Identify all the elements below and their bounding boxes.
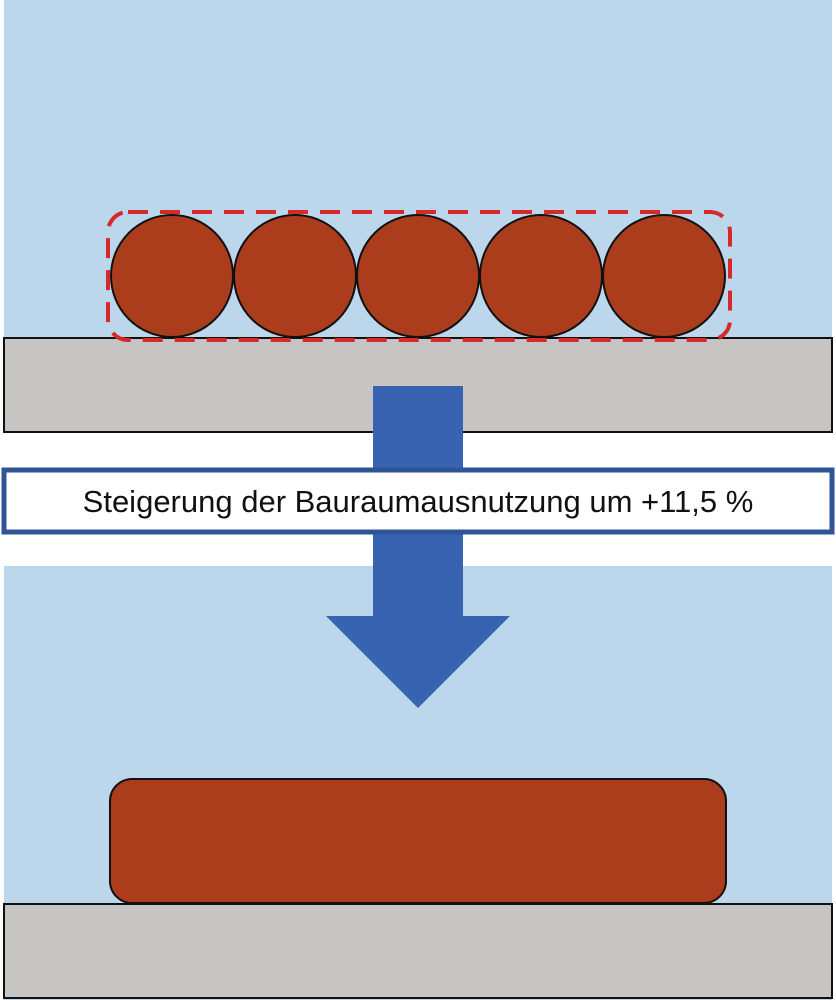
strand-circle bbox=[356, 214, 480, 338]
strand-circle bbox=[233, 214, 357, 338]
caption-box: Steigerung der Bauraumausnutzung um +11,… bbox=[1, 467, 835, 535]
dashed-bounding-outline bbox=[106, 210, 732, 342]
down-arrow-icon bbox=[326, 386, 510, 708]
compacted-material-block bbox=[109, 778, 727, 904]
strand-row bbox=[110, 214, 726, 338]
strand-circle bbox=[110, 214, 234, 338]
after-panel bbox=[3, 566, 833, 1000]
strand-circle bbox=[602, 214, 726, 338]
caption-box-frame bbox=[1, 467, 835, 535]
after-base-plate bbox=[3, 903, 833, 999]
strand-circle bbox=[479, 214, 603, 338]
caption-text: Steigerung der Bauraumausnutzung um +11,… bbox=[83, 484, 754, 519]
before-panel bbox=[3, 0, 833, 433]
